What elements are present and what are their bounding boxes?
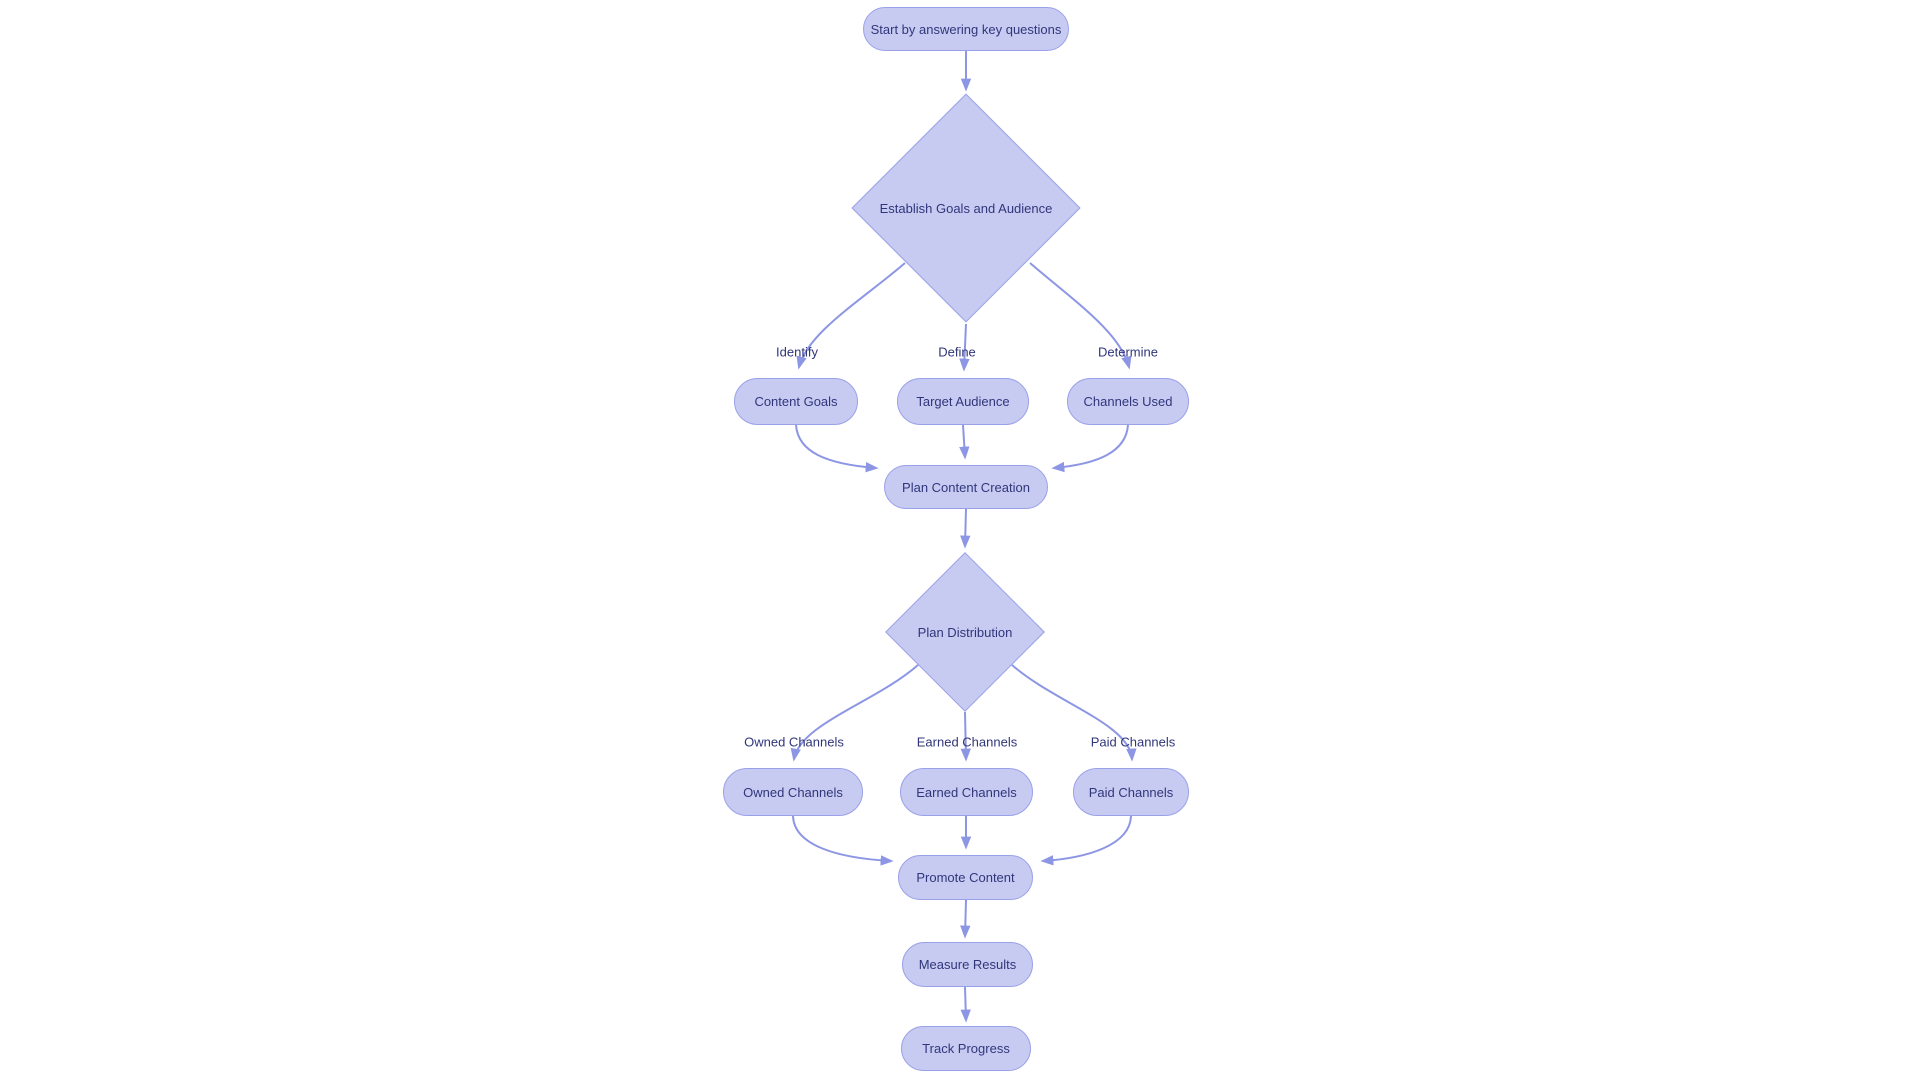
node-measure-results: Measure Results [902, 942, 1033, 987]
node-content-goals-label: Content Goals [754, 394, 838, 409]
node-earned-channels-label: Earned Channels [916, 784, 1017, 800]
edge-label-earned-channels: Earned Channels [916, 734, 1018, 750]
node-measure-results-label: Measure Results [918, 957, 1017, 972]
edge-target-audience-to-plan-content-creation [959, 424, 970, 460]
node-owned-channels: Owned Channels [723, 768, 863, 816]
edge-measure-results-to-track-progress [960, 986, 971, 1023]
edge-promote-content-to-measure-results [960, 899, 971, 939]
node-start-label: Start by answering key questions [870, 21, 1062, 37]
edge-label-define: Define [938, 344, 976, 360]
node-channels-used-label: Channels Used [1083, 394, 1173, 409]
edge-plan-distribution-to-owned-channels [790, 664, 919, 762]
node-track-progress-label: Track Progress [922, 1041, 1010, 1056]
edge-plan-content-creation-to-plan-distribution [960, 508, 971, 549]
node-channels-used: Channels Used [1067, 378, 1189, 425]
edge-establish-goals-to-target-audience [959, 323, 970, 372]
edge-plan-distribution-to-paid-channels [1011, 664, 1137, 762]
edge-label-paid-channels: Paid Channels [1090, 734, 1176, 750]
node-plan-content-creation-label: Plan Content Creation [902, 479, 1030, 495]
node-establish-goals-and-audience: Establish Goals and Audience [851, 93, 1081, 323]
node-target-audience: Target Audience [897, 378, 1029, 425]
node-content-goals: Content Goals [734, 378, 858, 425]
node-plan-content-creation: Plan Content Creation [884, 465, 1048, 509]
node-plan-distribution-label: Plan Distribution [917, 624, 1013, 640]
edge-label-identify: Identify [776, 344, 818, 360]
edge-content-goals-to-plan-content-creation [795, 424, 879, 473]
node-paid-channels-label: Paid Channels [1088, 784, 1174, 800]
node-track-progress: Track Progress [901, 1026, 1031, 1071]
edge-owned-channels-to-promote-content [792, 815, 894, 866]
node-plan-distribution: Plan Distribution [883, 552, 1047, 712]
edge-channels-used-to-plan-content-creation [1051, 424, 1129, 473]
edge-label-determine: Determine [1098, 344, 1158, 360]
node-promote-content-label: Promote Content [916, 870, 1015, 885]
edge-establish-goals-to-content-goals [796, 262, 906, 370]
edge-label-owned-channels: Owned Channels [744, 734, 844, 750]
node-paid-channels: Paid Channels [1073, 768, 1189, 816]
node-establish-goals-label: Establish Goals and Audience [879, 200, 1053, 216]
node-earned-channels: Earned Channels [900, 768, 1033, 816]
edge-establish-goals-to-channels-used [1029, 262, 1132, 370]
node-target-audience-label: Target Audience [916, 394, 1010, 409]
edge-paid-channels-to-promote-content [1040, 815, 1132, 866]
node-owned-channels-label: Owned Channels [743, 784, 843, 800]
edge-plan-distribution-to-earned-channels [960, 711, 971, 762]
node-promote-content: Promote Content [898, 855, 1033, 900]
node-start: Start by answering key questions [863, 7, 1069, 51]
